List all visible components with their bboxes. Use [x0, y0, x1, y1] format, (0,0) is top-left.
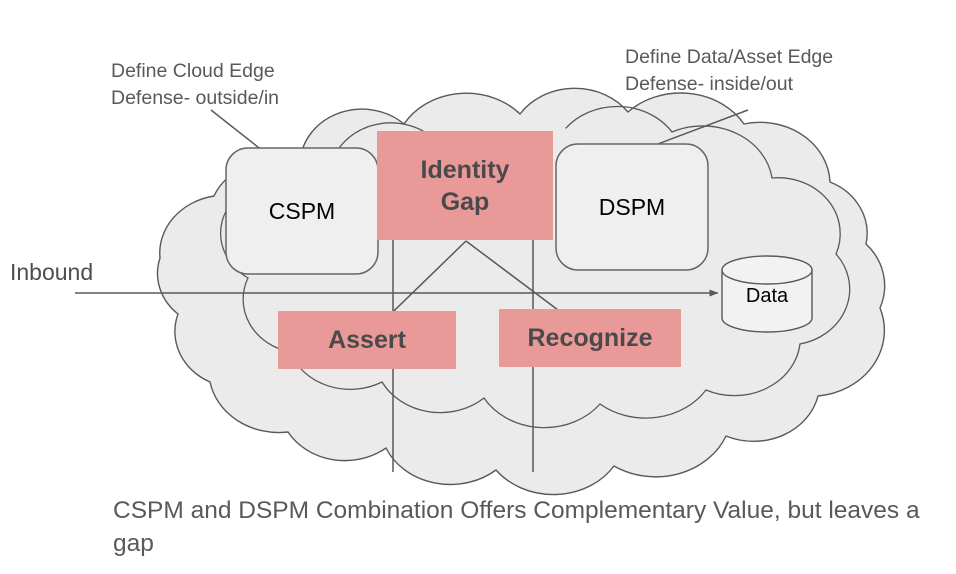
annotation-right-data-asset-edge: Define Data/Asset Edge Defense- inside/o… — [625, 46, 834, 95]
node-assert[interactable] — [278, 311, 456, 369]
node-dspm[interactable] — [555, 143, 709, 271]
node-data-cylinder[interactable] — [721, 255, 813, 333]
node-recognize[interactable] — [499, 309, 681, 367]
annotation-left-cloud-edge: Define Cloud Edge Defense- outside/in — [111, 60, 280, 109]
node-identity-gap[interactable] — [377, 131, 553, 240]
inbound-label: Inbound — [10, 259, 94, 285]
diagram-caption: CSPM and DSPM Combination Offers Complem… — [113, 497, 920, 557]
node-cspm[interactable] — [225, 147, 379, 275]
